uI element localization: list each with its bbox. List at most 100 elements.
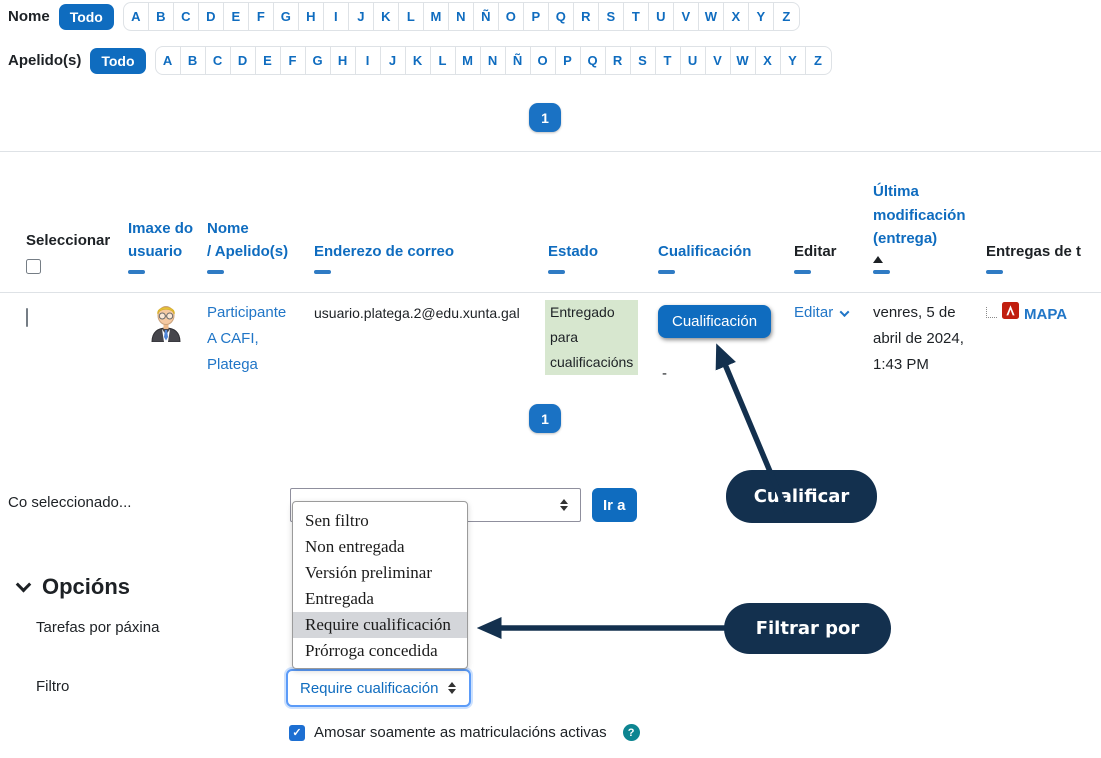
row-select-cell bbox=[26, 300, 128, 331]
surname-filter-all-button[interactable]: Todo bbox=[90, 47, 146, 74]
participant-name-link[interactable]: Participante A CAFI, Platega bbox=[207, 304, 287, 373]
name-letter-filter[interactable]: O bbox=[499, 3, 524, 30]
name-letter-filter[interactable]: F bbox=[249, 3, 274, 30]
surname-letter-filter[interactable]: L bbox=[431, 47, 456, 74]
user-avatar[interactable] bbox=[148, 306, 184, 346]
name-letter-filter[interactable]: G bbox=[274, 3, 299, 30]
table-top-divider bbox=[0, 151, 1101, 152]
surname-letter-filter[interactable]: R bbox=[606, 47, 631, 74]
name-letter-filter[interactable]: V bbox=[674, 3, 699, 30]
select-updown-icon bbox=[448, 682, 457, 694]
surname-letter-filter[interactable]: T bbox=[656, 47, 681, 74]
hide-column-icon[interactable] bbox=[658, 270, 675, 274]
name-letter-filter[interactable]: K bbox=[374, 3, 399, 30]
surname-letter-filter[interactable]: A bbox=[156, 47, 181, 74]
name-letter-filter[interactable]: N bbox=[449, 3, 474, 30]
surname-letter-filter[interactable]: Y bbox=[781, 47, 806, 74]
name-letter-filter[interactable]: M bbox=[424, 3, 449, 30]
name-letter-filter[interactable]: P bbox=[524, 3, 549, 30]
name-letter-filter[interactable]: H bbox=[299, 3, 324, 30]
name-letter-filter[interactable]: X bbox=[724, 3, 749, 30]
surname-letter-filter[interactable]: P bbox=[556, 47, 581, 74]
name-letter-filter[interactable]: D bbox=[199, 3, 224, 30]
surname-letter-filter[interactable]: J bbox=[381, 47, 406, 74]
hide-column-icon[interactable] bbox=[873, 270, 890, 274]
surname-letter-filter[interactable]: X bbox=[756, 47, 781, 74]
name-letter-filter[interactable]: C bbox=[174, 3, 199, 30]
submission-status-badge: Entregado para cualificacións bbox=[545, 300, 639, 375]
surname-letter-filter[interactable]: H bbox=[331, 47, 356, 74]
row-checkbox[interactable] bbox=[26, 308, 28, 327]
name-letter-filter[interactable]: I bbox=[324, 3, 349, 30]
name-letter-filter[interactable]: E bbox=[224, 3, 249, 30]
row-file-cell: MAPA bbox=[986, 300, 1101, 328]
col-name-label[interactable]: Nome / Apelido(s) bbox=[207, 219, 289, 260]
active-enrolments-checkbox[interactable]: ✓ bbox=[289, 724, 305, 741]
surname-letter-filter[interactable]: S bbox=[631, 47, 656, 74]
hide-column-icon[interactable] bbox=[986, 270, 1003, 274]
hide-column-icon[interactable] bbox=[128, 270, 145, 274]
dropdown-option-draft[interactable]: Versión preliminar bbox=[305, 563, 432, 582]
dropdown-option-requires-grading[interactable]: Require cualificación bbox=[293, 612, 467, 638]
surname-letter-filter[interactable]: W bbox=[731, 47, 756, 74]
surname-letter-filter[interactable]: N bbox=[481, 47, 506, 74]
name-letter-filter[interactable]: Y bbox=[749, 3, 774, 30]
edit-menu-link[interactable]: Editar bbox=[794, 300, 850, 326]
pagination-page-1-top[interactable]: 1 bbox=[529, 103, 561, 132]
name-letter-filter[interactable]: S bbox=[599, 3, 624, 30]
surname-letter-filter[interactable]: Z bbox=[814, 53, 822, 68]
row-modified-cell: venres, 5 de abril de 2024, 1:43 PM bbox=[873, 304, 964, 373]
surname-letter-filter[interactable]: E bbox=[256, 47, 281, 74]
name-letter-filter[interactable]: Q bbox=[549, 3, 574, 30]
name-letter-filter[interactable]: W bbox=[699, 3, 724, 30]
name-letter-filter[interactable]: Ñ bbox=[474, 3, 499, 30]
surname-letter-filter[interactable]: D bbox=[231, 47, 256, 74]
submission-file-link[interactable]: MAPA bbox=[1024, 306, 1068, 323]
col-user-image-label[interactable]: Imaxe do usuario bbox=[128, 219, 194, 260]
dropdown-option-not-submitted[interactable]: Non entregada bbox=[305, 537, 405, 556]
name-letter-filter[interactable]: U bbox=[649, 3, 674, 30]
col-last-modified: Última modificación (entrega) bbox=[873, 180, 986, 292]
surname-letter-filter[interactable]: B bbox=[181, 47, 206, 74]
surname-letter-filter[interactable]: Q bbox=[581, 47, 606, 74]
name-letter-filter[interactable]: L bbox=[399, 3, 424, 30]
name-filter-all-button[interactable]: Todo bbox=[58, 3, 114, 30]
sort-ascending-icon[interactable] bbox=[873, 256, 883, 263]
surname-letter-filter[interactable]: K bbox=[406, 47, 431, 74]
select-all-checkbox[interactable] bbox=[26, 259, 41, 274]
name-letter-filter[interactable]: B bbox=[149, 3, 174, 30]
col-email-label[interactable]: Enderezo de correo bbox=[314, 242, 455, 260]
help-icon[interactable]: ? bbox=[622, 724, 640, 741]
name-letter-filter[interactable]: T bbox=[624, 3, 649, 30]
surname-letter-filter[interactable]: G bbox=[306, 47, 331, 74]
dropdown-option-submitted[interactable]: Entregada bbox=[305, 589, 374, 608]
name-letter-filter[interactable]: A bbox=[124, 3, 149, 30]
grade-button[interactable]: Cualificación bbox=[658, 305, 772, 338]
name-letter-filter[interactable]: R bbox=[574, 3, 599, 30]
surname-letter-filter[interactable]: Ñ bbox=[506, 47, 531, 74]
go-button[interactable]: Ir a bbox=[592, 488, 637, 522]
surname-letter-filter[interactable]: O bbox=[531, 47, 556, 74]
col-grade-label[interactable]: Cualificación bbox=[658, 242, 752, 260]
surname-letter-filter[interactable]: C bbox=[206, 47, 231, 74]
hide-column-icon[interactable] bbox=[314, 270, 331, 274]
name-letter-filter[interactable]: Z bbox=[782, 9, 791, 24]
surname-letter-filter[interactable]: I bbox=[356, 47, 381, 74]
surname-letter-filter[interactable]: M bbox=[456, 47, 481, 74]
pagination-page-1-bottom[interactable]: 1 bbox=[529, 404, 561, 433]
name-letter-filter[interactable]: J bbox=[349, 3, 374, 30]
pdf-file-icon bbox=[1002, 302, 1019, 328]
hide-column-icon[interactable] bbox=[794, 270, 811, 274]
filter-select[interactable]: Require cualificación bbox=[286, 669, 471, 707]
surname-letter-filter[interactable]: F bbox=[281, 47, 306, 74]
options-section-toggle[interactable]: Opcións bbox=[15, 574, 130, 600]
surname-letter-filter[interactable]: U bbox=[681, 47, 706, 74]
dropdown-option-no-filter[interactable]: Sen filtro bbox=[305, 511, 369, 530]
dropdown-option-extension-granted[interactable]: Prórroga concedida bbox=[305, 641, 438, 660]
col-last-modified-label[interactable]: Última modificación (entrega) bbox=[873, 183, 966, 247]
surname-letter-filter[interactable]: V bbox=[706, 47, 731, 74]
col-status-label[interactable]: Estado bbox=[548, 242, 599, 260]
hide-column-icon[interactable] bbox=[207, 270, 224, 274]
hide-column-icon[interactable] bbox=[548, 270, 565, 274]
